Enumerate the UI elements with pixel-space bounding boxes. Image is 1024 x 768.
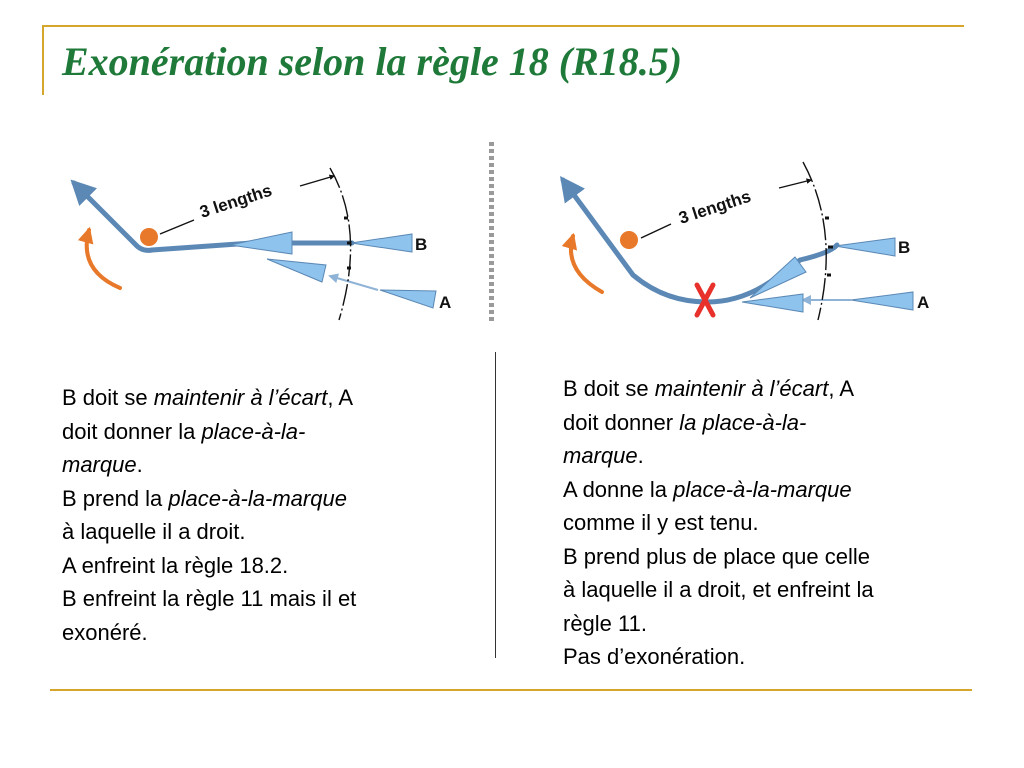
mark-buoy <box>140 228 158 246</box>
mark-rounding-arrow <box>77 226 122 290</box>
bottom-accent-line <box>50 689 972 691</box>
distance-arrow <box>778 178 813 189</box>
distance-leader <box>159 219 195 235</box>
boat-a-track <box>328 273 379 291</box>
boat-b <box>350 233 413 253</box>
boat-a-ghost <box>741 293 804 313</box>
distance-leader <box>640 223 672 239</box>
zone-boundary-arc <box>329 167 352 321</box>
boat-a <box>850 291 914 311</box>
boat-a-ghost <box>266 258 327 283</box>
boat-b-track <box>70 179 355 253</box>
diagram-left: 3 lengths B A <box>70 167 451 321</box>
diagram-separator <box>489 142 494 324</box>
boat-a <box>379 289 437 309</box>
infraction-cross <box>694 282 716 318</box>
slide-title: Exonération selon la règle 18 (R18.5) <box>62 39 683 84</box>
boat-b-label: B <box>415 235 427 254</box>
boat-a-label: A <box>439 293 451 312</box>
left-column-text: B doit se maintenir à l’écart, A doit do… <box>62 385 357 645</box>
distance-label: 3 lengths <box>676 187 753 228</box>
boat-b-track <box>560 175 840 305</box>
mark-buoy <box>620 231 638 249</box>
distance-arrow <box>299 174 336 187</box>
top-accent-line <box>42 25 964 27</box>
boat-b <box>834 237 896 257</box>
column-divider <box>495 352 496 658</box>
boat-b-ghost <box>229 231 293 255</box>
boat-b-ghost <box>749 256 807 299</box>
right-column-text: B doit se maintenir à l’écart, A doit do… <box>563 376 874 669</box>
mark-rounding-arrow <box>561 232 604 294</box>
boat-a-label: A <box>917 293 929 312</box>
left-accent-line <box>42 25 44 95</box>
distance-label: 3 lengths <box>197 181 274 222</box>
boat-b-label: B <box>898 238 910 257</box>
zone-boundary-arc <box>802 161 827 321</box>
diagram-right: 3 lengths B A <box>560 161 929 321</box>
